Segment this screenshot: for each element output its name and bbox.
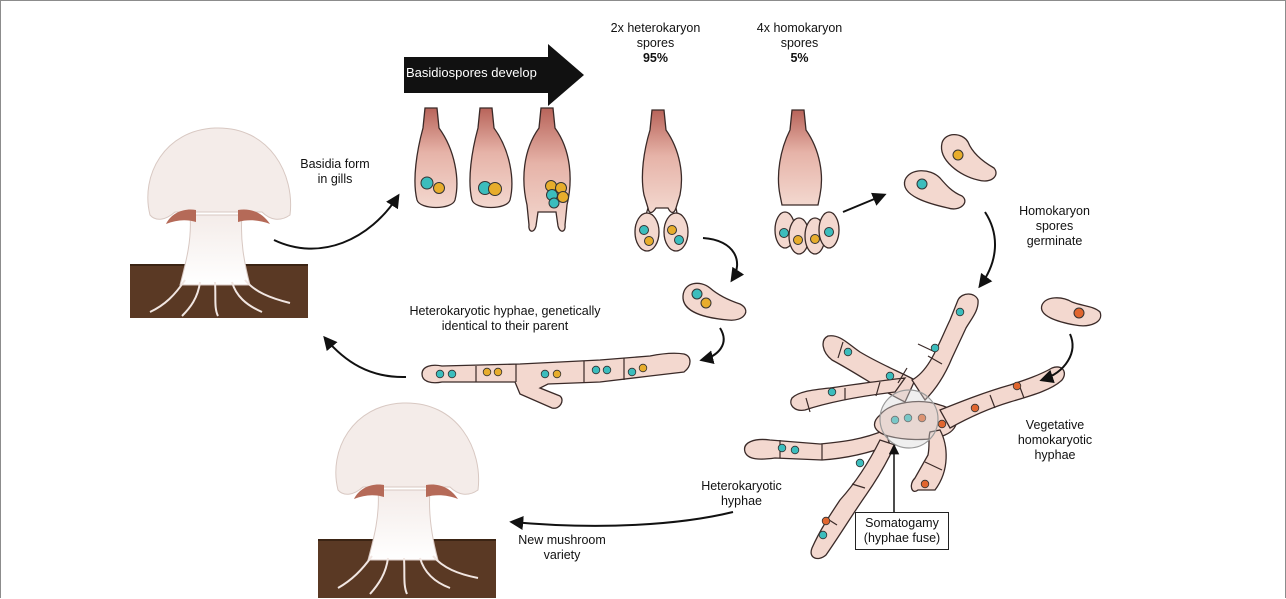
basidiospores-develop-label: Basidiospores develop	[406, 64, 571, 82]
homokaryon-basidium	[775, 110, 839, 254]
arrow-to-parent-mushroom	[325, 338, 406, 377]
heterokaryon-line2: spores	[598, 36, 713, 51]
heterokaryotic-parent-label: Heterokaryotic hyphae, genetically ident…	[385, 304, 625, 334]
basidium-1	[415, 108, 457, 208]
vegetative-line2: homokaryotic	[1010, 433, 1100, 448]
arrow-spore-to-hyphae	[702, 328, 724, 360]
somatogamy-line1: Somatogamy	[862, 516, 942, 531]
heterokaryon-label: 2x heterokaryon spores 95%	[598, 21, 713, 66]
parent-line1: Heterokaryotic hyphae, genetically	[385, 304, 625, 319]
arrow-to-homokaryon-spores	[843, 195, 884, 212]
hyphae-line2: hyphae	[694, 494, 789, 509]
germinate-line3: germinate	[1012, 234, 1097, 249]
free-spore-hetero	[683, 283, 746, 320]
heterokaryotic-hyphae-parent	[422, 353, 690, 408]
hyphae-line1: Heterokaryotic	[694, 479, 789, 494]
vegetative-line1: Vegetative	[1010, 418, 1100, 433]
homokaryon-line1: 4x homokaryon	[742, 21, 857, 36]
homokaryon-percent: 5%	[790, 51, 808, 65]
parent-mushroom	[130, 128, 308, 318]
arrow-to-new-mushroom	[512, 512, 733, 526]
homokaryon-germinate-label: Homokaryon spores germinate	[1012, 204, 1097, 249]
parent-line2: identical to their parent	[385, 319, 625, 334]
basidium-2	[470, 108, 512, 208]
heterokaryotic-hyphae-label: Heterokaryotic hyphae	[694, 479, 789, 509]
new-variety-line1: New mushroom	[512, 533, 612, 548]
germinate-line1: Homokaryon	[1012, 204, 1097, 219]
basidia-form-line2: in gills	[290, 172, 380, 187]
heterokaryon-basidium	[635, 110, 688, 251]
homokaryon-label: 4x homokaryon spores 5%	[742, 21, 857, 66]
heterokaryon-line1: 2x heterokaryon	[598, 21, 713, 36]
new-mushroom	[318, 403, 496, 598]
heterokaryon-percent: 95%	[643, 51, 668, 65]
free-spore-orange	[1041, 298, 1100, 326]
germinate-line2: spores	[1012, 219, 1097, 234]
somatogamy-box: Somatogamy (hyphae fuse)	[855, 512, 949, 550]
arrow-to-hetero-spore	[703, 238, 737, 280]
new-variety-line2: variety	[512, 548, 612, 563]
basidia-form-label: Basidia form in gills	[290, 157, 380, 187]
vegetative-line3: hyphae	[1010, 448, 1100, 463]
free-spore-teal	[904, 171, 964, 209]
basidia-form-line1: Basidia form	[290, 157, 380, 172]
basidium-3	[524, 108, 570, 231]
arrow-germinate	[980, 212, 995, 286]
new-variety-label: New mushroom variety	[512, 533, 612, 563]
free-spore-gold	[942, 135, 996, 181]
vegetative-label: Vegetative homokaryotic hyphae	[1010, 418, 1100, 463]
arrow-basidia-form	[274, 196, 398, 249]
somatogamy-line2: (hyphae fuse)	[862, 531, 942, 546]
homokaryon-line2: spores	[742, 36, 857, 51]
